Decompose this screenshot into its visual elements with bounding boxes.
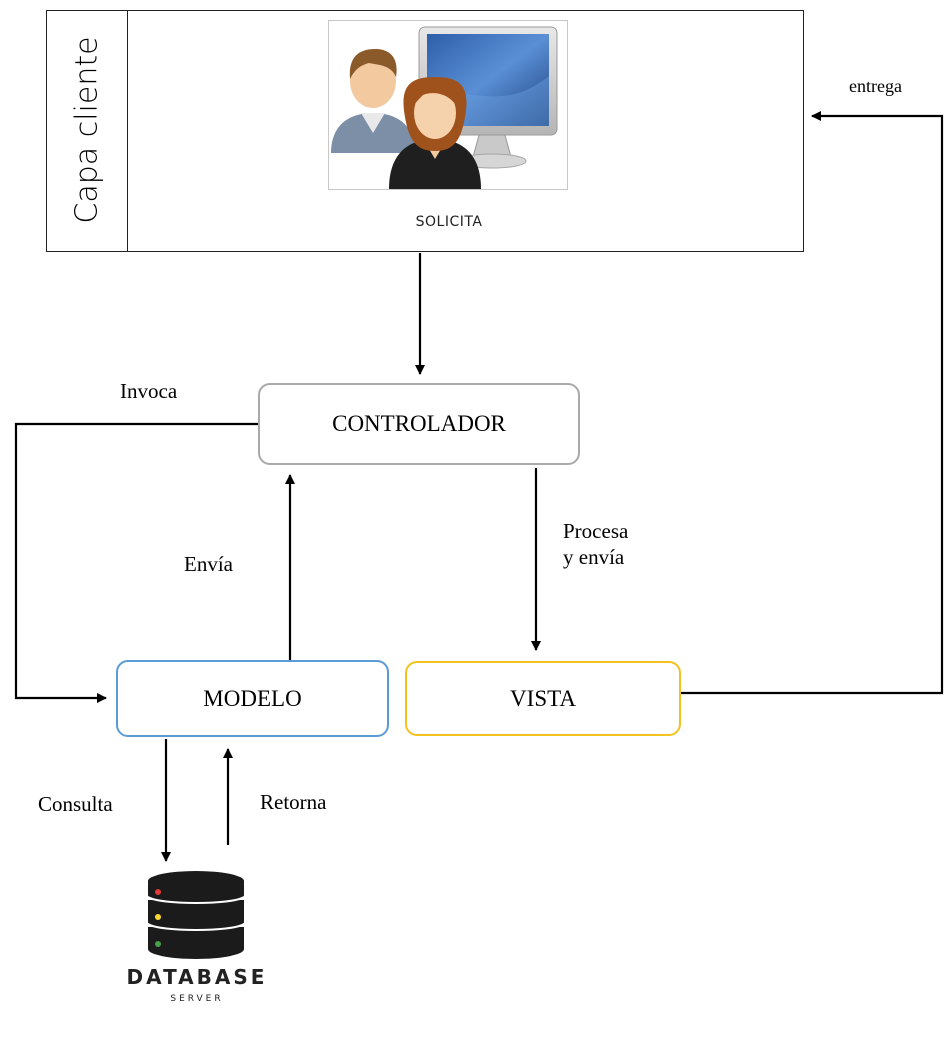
arrow-view-delivers-client xyxy=(681,111,944,695)
process-label: Procesa y envía xyxy=(563,518,628,571)
database-indicator-light xyxy=(155,914,161,920)
users-computer-illustration xyxy=(328,20,568,190)
database-indicator-light xyxy=(155,889,161,895)
arrow-controller-invokes-model xyxy=(14,422,258,703)
solicita-label: SOLICITA xyxy=(415,214,483,230)
client-layer-label-cell xyxy=(46,10,128,252)
invoke-label: Invoca xyxy=(120,379,178,403)
return-label: Retorna xyxy=(260,790,327,814)
view-node: VISTA xyxy=(405,661,681,736)
process-label-line2: y envía xyxy=(563,545,625,570)
users-computer-icon xyxy=(331,26,558,189)
controller-label: CONTROLADOR xyxy=(332,411,506,436)
deliver-label: entrega xyxy=(849,76,902,96)
view-label: VISTA xyxy=(510,685,576,711)
controller-node: CONTROLADOR xyxy=(258,383,580,465)
database-server-icon xyxy=(147,871,245,959)
database-title: DATABASE xyxy=(126,965,268,989)
database-subtitle: SERVER xyxy=(170,994,224,1004)
send-label: Envía xyxy=(184,552,233,576)
database-indicator-light xyxy=(155,941,161,947)
model-node: MODELO xyxy=(116,660,389,737)
model-label: MODELO xyxy=(203,685,302,711)
process-label-line1: Procesa xyxy=(563,519,629,543)
query-label: Consulta xyxy=(38,792,113,816)
